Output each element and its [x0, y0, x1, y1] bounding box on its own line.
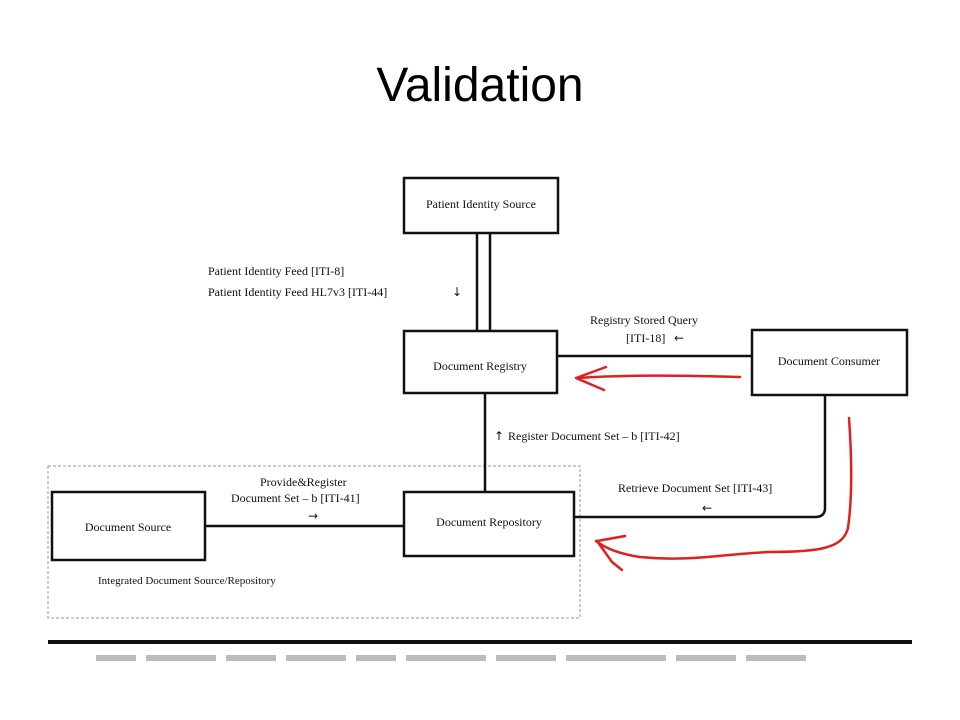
- document-source-box: [50, 490, 207, 562]
- red-arrow-consumer-to-registry: [576, 374, 742, 380]
- provide-register-label-1: Provide&Register: [260, 475, 347, 489]
- document-repository-box: [402, 490, 576, 558]
- provide-register-label-2: Document Set – b [ITI-41]: [231, 491, 360, 505]
- registry-query-label-2: [ITI-18]: [626, 331, 665, 345]
- red-annotations: [574, 365, 853, 572]
- red-arrowhead-repository: [595, 534, 627, 572]
- up-arrow-icon: ↑: [494, 429, 504, 443]
- slide-title: Validation: [376, 59, 584, 112]
- red-arrow-consumer-to-repository: [594, 416, 853, 560]
- document-registry-label: Document Registry: [433, 359, 527, 373]
- left-arrow-icon-2: ←: [702, 501, 712, 515]
- retrieve-line: [574, 395, 827, 519]
- pi-feed-label-1: Patient Identity Feed [ITI-8]: [208, 264, 344, 278]
- document-consumer-label: Document Consumer: [778, 354, 880, 368]
- document-consumer-box: [750, 328, 909, 397]
- down-arrow-icon: ↓: [452, 285, 462, 299]
- integrated-group-boundary: [47, 465, 581, 619]
- right-arrow-icon: →: [308, 509, 318, 523]
- document-registry-box: [402, 329, 559, 395]
- patient-identity-source-box: [402, 176, 560, 235]
- connector-lines: [205, 233, 827, 528]
- register-doc-set-label: Register Document Set – b [ITI-42]: [508, 429, 680, 443]
- red-arrowhead-registry: [574, 365, 608, 392]
- document-repository-label: Document Repository: [436, 515, 542, 529]
- bottom-rule: [48, 640, 912, 644]
- registry-query-label-1: Registry Stored Query: [590, 313, 698, 327]
- patient-identity-source-label: Patient Identity Source: [426, 197, 536, 211]
- document-source-label: Document Source: [85, 520, 171, 534]
- left-arrow-icon: ←: [674, 331, 684, 345]
- pi-feed-label-2: Patient Identity Feed HL7v3 [ITI-44]: [208, 285, 387, 299]
- cropped-caption: [96, 655, 806, 661]
- integrated-group-label: Integrated Document Source/Repository: [98, 575, 276, 587]
- retrieve-doc-set-label: Retrieve Document Set [ITI-43]: [618, 481, 772, 495]
